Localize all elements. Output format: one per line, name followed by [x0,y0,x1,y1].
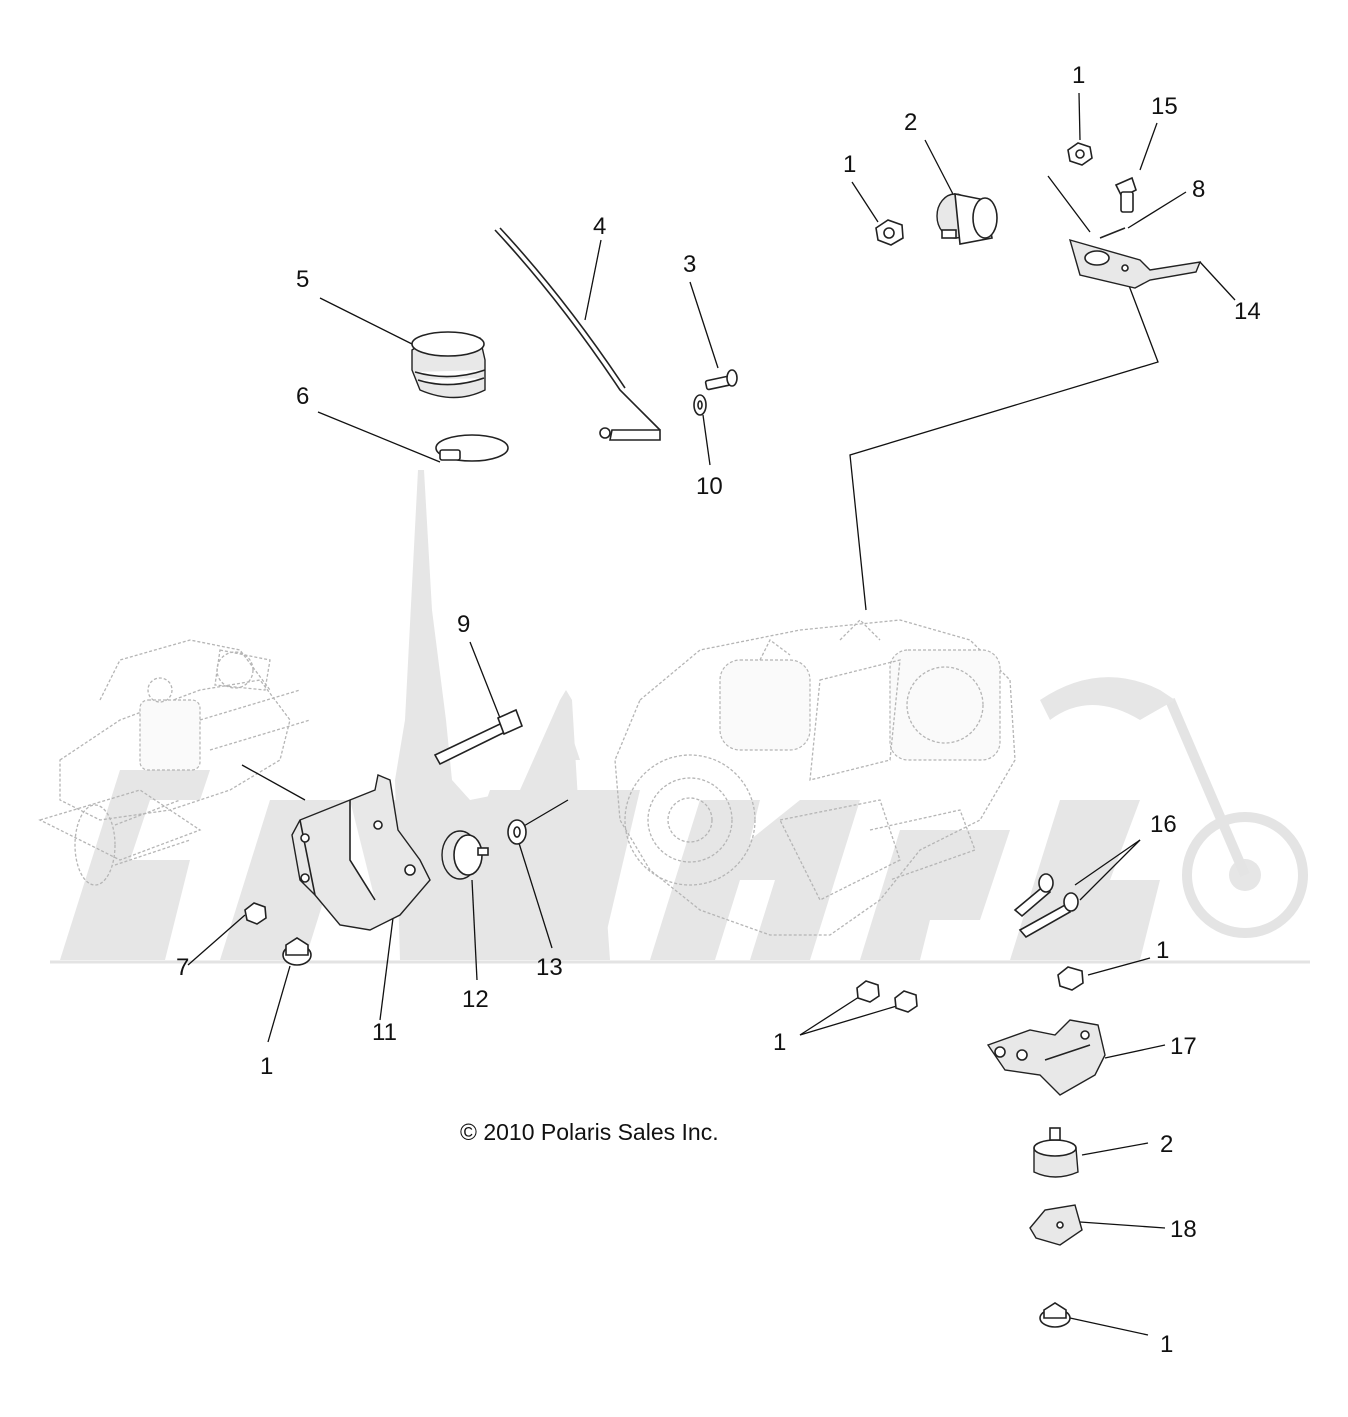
watermark [50,470,1310,964]
callout-2: 2 [904,109,917,136]
part-nut [1067,142,1093,166]
part-long-bolt [433,708,524,766]
part-rubber-mount [441,830,489,880]
part-cable [494,227,661,441]
ghost-frame-assembly [38,639,311,886]
callout-6: 6 [296,383,309,410]
part-mount-plate [1029,1204,1083,1246]
part-bolt [1013,873,1079,939]
part-nut [244,902,267,925]
part-cotter-pin [1099,227,1126,239]
part-nut [875,219,904,246]
callout-10: 10 [696,473,723,500]
callout-1: 1 [1072,62,1085,89]
copyright-notice: © 2010 Polaris Sales Inc. [460,1119,719,1145]
callout-3: 3 [683,251,696,278]
part-bolt [1114,176,1137,213]
part-nut [1057,966,1084,991]
leader-lines [187,92,1236,1336]
part-bracket [1068,238,1202,289]
ghost-engine [614,619,1016,936]
part-rubber-mount [1033,1127,1079,1178]
part-flange-nut [1039,1302,1071,1328]
callout-1: 1 [1160,1331,1173,1358]
callout-17: 17 [1170,1033,1197,1060]
part-washer [507,819,527,845]
callout-4: 4 [593,213,606,240]
part-engine-bracket [291,774,431,931]
callout-8: 8 [1192,176,1205,203]
callout-16: 16 [1150,811,1177,838]
callout-1: 1 [773,1029,786,1056]
callout-1: 1 [843,151,856,178]
part-washer [693,394,707,416]
callout-12: 12 [462,986,489,1013]
callout-2: 2 [1160,1131,1173,1158]
callout-1: 1 [260,1053,273,1080]
callout-5: 5 [296,266,309,293]
part-bracket [986,1019,1106,1096]
part-nut [856,980,918,1013]
part-rubber-mount [936,193,998,245]
callout-7: 7 [176,954,189,981]
part-bolt [704,369,738,391]
part-flange-nut [282,937,312,966]
callout-9: 9 [457,611,470,638]
callout-15: 15 [1151,93,1178,120]
callout-13: 13 [536,954,563,981]
callout-14: 14 [1234,298,1261,325]
part-hose-clamp [435,434,509,462]
part-intake-boot [411,331,486,399]
callout-1: 1 [1156,937,1169,964]
callout-labels: 1 2 1 15 8 14 4 3 5 6 10 9 16 1 7 11 12 … [176,62,1261,1358]
callout-18: 18 [1170,1216,1197,1243]
callout-11: 11 [372,1019,397,1046]
